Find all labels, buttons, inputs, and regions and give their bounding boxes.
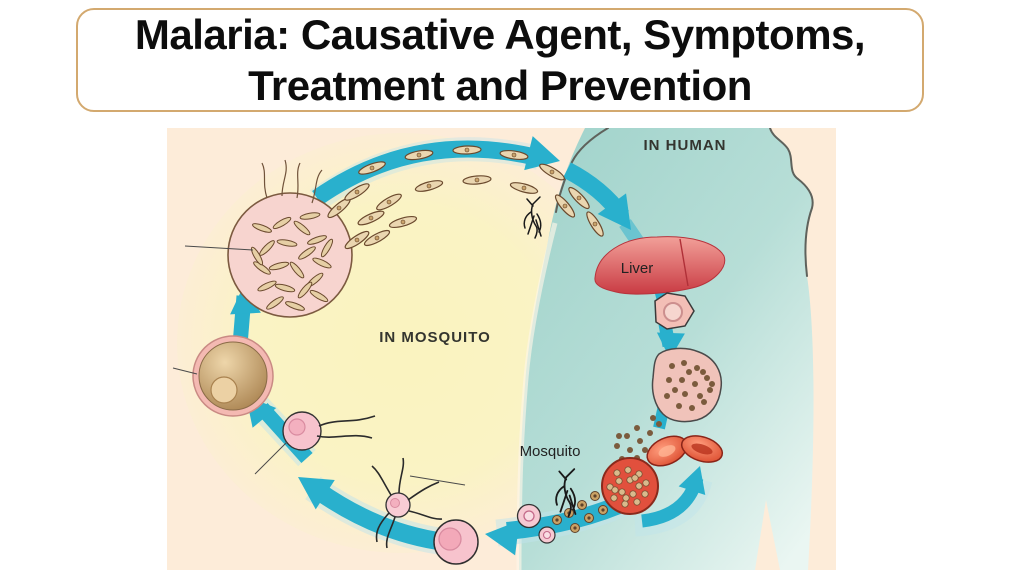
red-blood-cells	[646, 435, 724, 467]
malaria-lifecycle-diagram: IN HUMAN IN MOSQUITO	[167, 128, 836, 570]
in-mosquito-label: IN MOSQUITO	[379, 329, 491, 346]
in-human-label: IN HUMAN	[644, 137, 727, 154]
liver: Liver	[594, 236, 726, 295]
liver-cell	[654, 292, 695, 330]
mosquito-label: Mosquito	[520, 443, 581, 460]
exflagellated-microgametocyte	[371, 457, 466, 549]
ruptured-oocyst	[184, 159, 419, 318]
liver-schizont	[610, 347, 723, 471]
gametocyte-cell	[433, 519, 479, 565]
mosquito-icon	[523, 196, 542, 239]
liver-label: Liver	[621, 260, 654, 277]
ring-stage-cells	[516, 503, 556, 544]
pointer-line	[184, 245, 254, 251]
infected-red-blood-cell	[601, 457, 659, 515]
zygote-cell	[254, 411, 376, 475]
mosquito-icon	[555, 468, 577, 518]
slide-title: Malaria: Causative Agent, Symptoms, Trea…	[134, 10, 866, 109]
title-box: Malaria: Causative Agent, Symptoms, Trea…	[76, 8, 924, 112]
oocyst	[172, 335, 274, 417]
lifecycle-figure: IN HUMAN IN MOSQUITO	[172, 128, 814, 570]
